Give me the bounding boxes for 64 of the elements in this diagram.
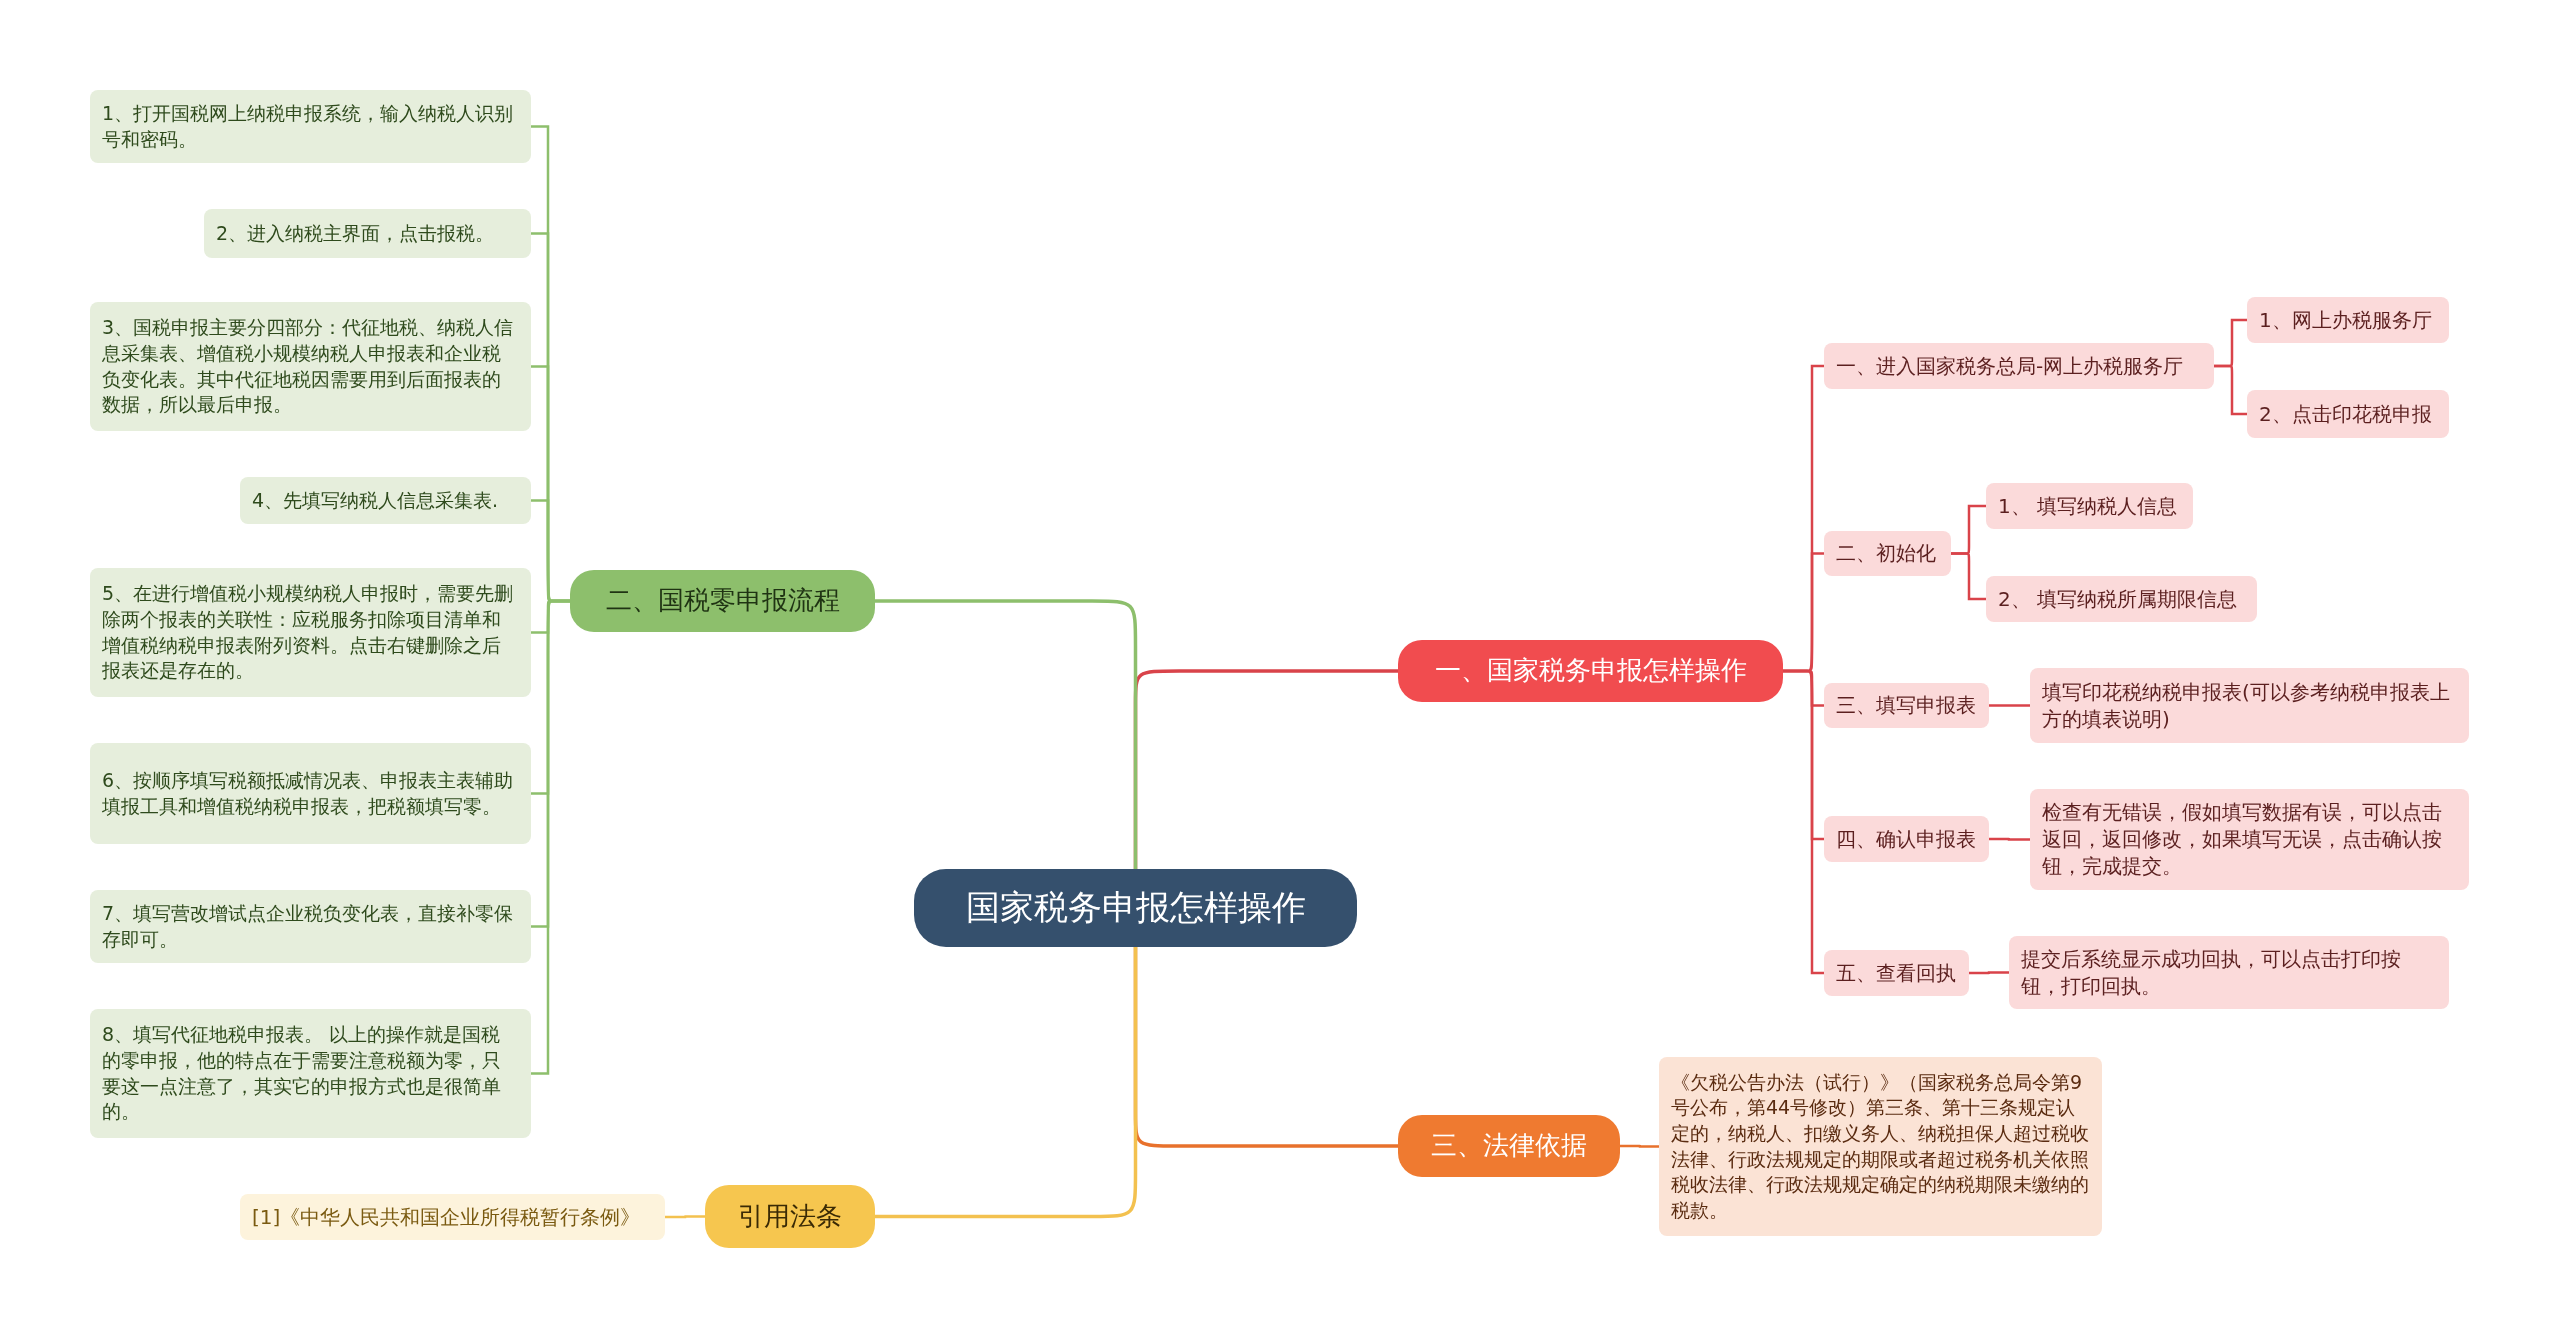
topic-text: 2、 填写纳税所属期限信息: [1998, 585, 2238, 613]
subtopic-box: [1824, 531, 1951, 576]
subtopic-box: [2247, 390, 2449, 438]
branch-line: [1951, 552, 1986, 601]
branch-line: [1783, 669, 1824, 975]
topic-text: 引用法条: [738, 1199, 842, 1233]
topic-text: 8、填写代征地税申报表。 以上的操作就是国税的零申报，他的特点在于需要注意税额为零，只要这一点注意了，其实它的申报方式也是很简单的。: [102, 1022, 502, 1125]
branch-line: [1620, 1144, 1659, 1148]
subtopic-box: [2030, 668, 2469, 743]
topic-text: 7、填写营改增试点企业税负变化表，直接补零保存即可。: [102, 900, 515, 952]
topic-text: 《欠税公告办法（试行）》（国家税务总局令第9号公布，第44号修改）第三条、第十三条规定认定的，纳税人、扣缴义务人、纳税担保人超过税收法律、行政法规规定的期限或者超过税务机关依照税收法律、行政法规规定确定的纳税期限未缴纳的税款。: [1671, 1069, 2090, 1223]
subtopic-box: [1824, 816, 1989, 862]
topic-text: 2、进入纳税主界面，点击报税。: [216, 220, 495, 246]
subtopic-box: [90, 90, 531, 163]
topic-text: 国家税务申报怎样操作: [965, 886, 1306, 930]
topic-text: 三、法律依据: [1431, 1129, 1587, 1163]
topic-text: 二、国税零申报流程: [605, 584, 840, 618]
topic-text: 2、点击印花税申报: [2259, 400, 2432, 428]
branch-topic: [705, 1185, 875, 1248]
topic-text: 五、查看回执: [1836, 959, 1956, 987]
branch-line: [2214, 364, 2247, 416]
central-topic: [914, 869, 1357, 947]
branch-line: [875, 599, 1138, 871]
subtopic-box: [90, 302, 531, 431]
branch-topic: [570, 570, 875, 632]
topic-text: 1、打开国税网上纳税申报系统，输入纳税人识别号和密码。: [102, 100, 515, 152]
subtopic-box: [1986, 483, 2193, 529]
branch-topic: [1398, 640, 1783, 702]
topic-text: 3、国税申报主要分四部分：代征地税、纳税人信息采集表、增值税小规模纳税人申报表和企业税负变化表。其中代征地税因需要用到后面报表的数据，所以最后申报。: [102, 315, 515, 418]
subtopic-box: [2030, 789, 2469, 890]
topic-text: 4、先填写纳税人信息采集表.: [252, 487, 499, 513]
branch-line: [1989, 837, 2030, 841]
subtopic-box: [90, 568, 531, 697]
topic-text: [1]《中华人民共和国企业所得税暂行条例》: [252, 1203, 641, 1231]
subtopic-box: [2247, 297, 2449, 343]
topic-text: 提交后系统显示成功回执，可以点击打印按钮，打印回执。: [2021, 945, 2402, 1000]
branch-line: [665, 1215, 705, 1219]
topic-text: 一、国家税务申报怎样操作: [1434, 654, 1747, 688]
branch-line: [875, 945, 1138, 1219]
branch-topic: [1398, 1115, 1620, 1177]
subtopic-box: [90, 1009, 531, 1138]
subtopic-box: [2009, 936, 2449, 1009]
topic-text: 填写印花税纳税申报表(可以参考纳税申报表上方的填表说明): [2042, 678, 2451, 733]
subtopic-box: [1824, 343, 2214, 389]
topic-text: 1、网上办税服务厅: [2259, 306, 2432, 334]
subtopic-box: [1659, 1057, 2102, 1236]
topic-text: 1、 填写纳税人信息: [1998, 492, 2178, 520]
subtopic-box: [240, 477, 531, 524]
subtopic-box: [1824, 683, 1989, 728]
subtopic-box: [90, 743, 531, 844]
topic-text: 三、填写申报表: [1836, 692, 1976, 719]
topic-text: 检查有无错误，假如填写数据有误，可以点击返回，返回修改，如果填写无误，点击确认按钮，完成提交。: [2042, 799, 2443, 880]
topic-text: 6、按顺序填写税额抵减情况表、申报表主表辅助填报工具和增值税纳税申报表，把税额填写零。: [102, 767, 515, 819]
topic-text: 一、进入国家税务总局-网上办税服务厅: [1836, 352, 2184, 380]
topic-text: 二、初始化: [1836, 540, 1936, 567]
subtopic-box: [90, 890, 531, 963]
subtopic-box: [1824, 950, 1969, 996]
branch-line: [1969, 971, 2009, 975]
topic-text: 5、在进行增值税小规模纳税人申报时，需要先删除两个报表的关联性：应税服务扣除项目清单和增值税纳税申报表附列资料。点击右键删除之后报表还是存在的。: [102, 581, 515, 684]
branch-line: [1989, 704, 2030, 707]
subtopic-box: [1986, 576, 2257, 622]
subtopic-box: [240, 1194, 665, 1240]
subtopic-box: [204, 209, 531, 258]
topic-text: 四、确认申报表: [1836, 825, 1976, 853]
